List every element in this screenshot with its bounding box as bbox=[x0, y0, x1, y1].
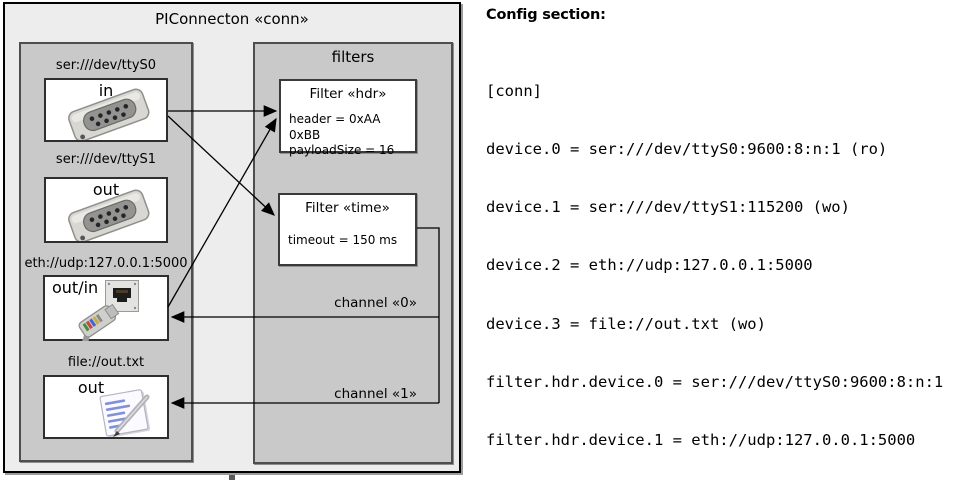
config-lines: [conn] device.0 = ser:///dev/ttyS0:9600:… bbox=[486, 43, 953, 484]
device-url-ttys1: ser:///dev/ttyS1 bbox=[55, 152, 157, 167]
piconnector-diagram: PIConnecton «conn» ser:///dev/ttyS0 in bbox=[3, 2, 461, 473]
ethernet-cable-icon bbox=[77, 303, 120, 341]
channel-0-label: channel «0» bbox=[334, 295, 417, 311]
device-box-eth: out/in bbox=[43, 275, 169, 341]
config-section: Config section: [conn] device.0 = ser://… bbox=[486, 7, 953, 484]
devices-panel: ser:///dev/ttyS0 in bbox=[19, 42, 193, 462]
device-role-label: out/in bbox=[52, 278, 99, 297]
config-line: device.2 = eth://udp:127.0.0.1:5000 bbox=[486, 256, 813, 275]
filter-attribute: header = 0xAA 0xBB bbox=[289, 112, 381, 142]
config-line: device.1 = ser:///dev/ttyS1:115200 (wo) bbox=[486, 198, 850, 217]
filter-title: Filter «hdr» bbox=[309, 86, 387, 102]
frame-notch bbox=[229, 475, 235, 480]
config-line: device.0 = ser:///dev/ttyS0:9600:8:n:1 (… bbox=[486, 140, 888, 159]
serial-connector-icon bbox=[68, 189, 150, 241]
config-heading: Config section: bbox=[486, 7, 606, 23]
serial-connector-icon bbox=[68, 88, 150, 140]
device-box-ttys1: out bbox=[44, 177, 168, 243]
notepad-icon bbox=[99, 389, 151, 437]
device-box-ttys0: in bbox=[44, 78, 168, 142]
filter-title: Filter «time» bbox=[305, 200, 390, 216]
config-line: filter.hdr.device.1 = eth://udp:127.0.0.… bbox=[486, 431, 916, 450]
config-line: [conn] bbox=[486, 81, 542, 100]
device-role-label: out bbox=[92, 180, 120, 199]
filter-attribute: payloadSize = 16 bbox=[289, 143, 395, 157]
filter-box-hdr: Filter «hdr» header = 0xAA 0xBB payloadS… bbox=[279, 79, 417, 157]
diagram-title: PIConnecton «conn» bbox=[155, 10, 309, 28]
device-url-file: file://out.txt bbox=[67, 355, 145, 370]
filters-panel-title: filters bbox=[331, 48, 375, 66]
channel-1-label: channel «1» bbox=[334, 386, 417, 402]
device-box-file: out bbox=[43, 375, 169, 439]
config-line: device.3 = file://out.txt (wo) bbox=[486, 314, 766, 333]
device-url-eth: eth://udp:127.0.0.1:5000 bbox=[24, 256, 188, 271]
device-role-label: out bbox=[77, 378, 105, 397]
config-line: filter.hdr.device.0 = ser:///dev/ttyS0:9… bbox=[486, 372, 944, 391]
device-role-label: in bbox=[98, 81, 114, 100]
device-url-ttys0: ser:///dev/ttyS0 bbox=[55, 58, 157, 73]
filters-panel: filters Filter «hdr» header = 0xAA 0xBB … bbox=[253, 42, 453, 464]
filter-box-time: Filter «time» timeout = 150 ms bbox=[278, 193, 417, 266]
filter-attribute: timeout = 150 ms bbox=[288, 233, 398, 247]
